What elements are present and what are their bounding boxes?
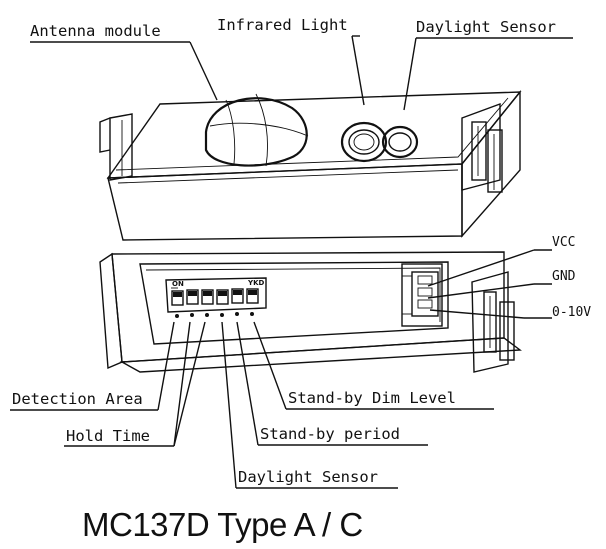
label-0-10v: 0-10V	[552, 305, 591, 320]
left-clip	[109, 113, 133, 181]
leader-standby-period	[236, 321, 259, 446]
connector	[401, 263, 443, 327]
leader-infrared	[351, 35, 365, 106]
label-hold-time: Hold Time	[66, 427, 150, 445]
daylight-lens	[381, 125, 419, 159]
top-module-right-end	[461, 90, 521, 238]
right-clip-bottom	[471, 271, 509, 373]
leader-antenna	[189, 41, 218, 101]
label-vcc: VCC	[552, 235, 575, 250]
leader-daylight-top	[403, 37, 417, 111]
label-standby-period: Stand-by period	[260, 425, 400, 443]
dip-switch-4	[216, 289, 229, 305]
top-module-top-face	[106, 91, 522, 179]
dip-switch-3	[201, 289, 214, 305]
dip-switch-1	[171, 290, 184, 306]
label-standby-dim-level: Stand-by Dim Level	[288, 389, 456, 407]
dip-switch-5	[231, 288, 244, 304]
leader-vcc	[427, 249, 535, 287]
infrared-lens	[340, 121, 388, 163]
diagram-title: MC137D Type A / C	[82, 506, 363, 543]
leader-0-10v	[429, 309, 525, 319]
label-infrared-light: Infrared Light	[217, 16, 348, 34]
label-detection-area: Detection Area	[12, 390, 143, 408]
right-clip-top	[461, 102, 501, 191]
top-module	[99, 90, 522, 241]
leader-standby-dim-level	[253, 321, 287, 410]
antenna-dome	[204, 93, 309, 167]
dip-labels: Detection Area Hold Time Daylight Sensor…	[10, 321, 494, 489]
top-module-front-face	[107, 163, 463, 241]
dip-switch-2	[186, 289, 199, 305]
label-gnd: GND	[552, 269, 576, 284]
dip-on-label: ON	[172, 280, 184, 288]
label-antenna-module: Antenna module	[30, 22, 161, 40]
bottom-module: ON YKD	[99, 251, 522, 373]
leader-hold-time-2	[173, 321, 206, 447]
leader-hold-time-1	[173, 321, 191, 447]
label-daylight-sensor-bottom: Daylight Sensor	[238, 468, 378, 486]
dip-switch: ON YKD	[165, 277, 267, 318]
dip-right-label: YKD	[247, 279, 264, 287]
bottom-recess	[139, 261, 449, 345]
label-daylight-sensor-top: Daylight Sensor	[416, 18, 556, 36]
leader-detection-area	[157, 321, 175, 411]
dip-switch-6	[246, 288, 259, 304]
leader-gnd	[427, 283, 535, 299]
leader-daylight-bottom	[221, 321, 237, 489]
top-labels: Antenna module Infrared Light Daylight S…	[30, 16, 573, 111]
connector-labels: VCC GND 0-10V	[427, 235, 591, 320]
